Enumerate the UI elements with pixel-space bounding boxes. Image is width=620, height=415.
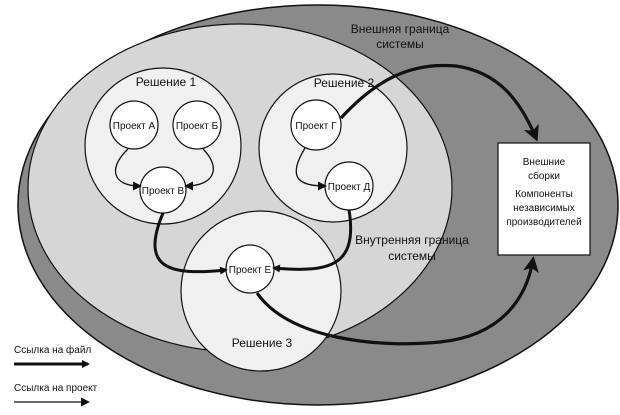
arrow-b-to-v — [184, 148, 214, 191]
project-g-circle — [290, 99, 342, 151]
project-a-label: Проект А — [113, 121, 156, 132]
project-b-circle — [172, 100, 222, 150]
legend-project-ref-label: Ссылка на проект — [14, 383, 98, 394]
solution-1-label: Решение 1 — [136, 75, 197, 89]
arrow-e-to-external — [255, 256, 539, 346]
project-d-label: Проект Д — [328, 182, 371, 193]
outer-boundary-label-line2: системы — [376, 37, 424, 51]
arrow-d-to-e — [272, 209, 352, 273]
arrow-g-to-external — [339, 63, 539, 142]
project-e-label: Проект Е — [229, 265, 272, 276]
external-box-line5: производителей — [506, 217, 581, 228]
project-a-circle — [109, 100, 159, 150]
solution-3-label: Решение 3 — [232, 336, 293, 350]
external-box-line1: Внешние — [523, 157, 566, 168]
solution-2-label: Решение 2 — [314, 76, 375, 90]
external-assemblies-box — [497, 142, 591, 256]
project-b-label: Проект Б — [176, 121, 219, 132]
arrow-g-to-d — [295, 147, 327, 191]
inner-boundary-label-line1: Внутренняя граница — [355, 233, 469, 247]
external-box-line2: сборки — [528, 170, 560, 182]
external-box-line3: Компоненты — [515, 189, 573, 200]
project-v-label: Проект В — [142, 186, 185, 197]
external-box-line4: независимых — [513, 203, 575, 214]
inner-boundary-label-line2: системы — [388, 249, 436, 263]
project-g-label: Проект Г — [295, 121, 337, 132]
arrow-a-to-v — [114, 148, 142, 191]
legend-file-ref-label: Ссылка на файл — [14, 344, 91, 356]
outer-boundary-label-line1: Внешняя граница — [351, 22, 450, 36]
arrow-v-to-e — [153, 212, 228, 275]
